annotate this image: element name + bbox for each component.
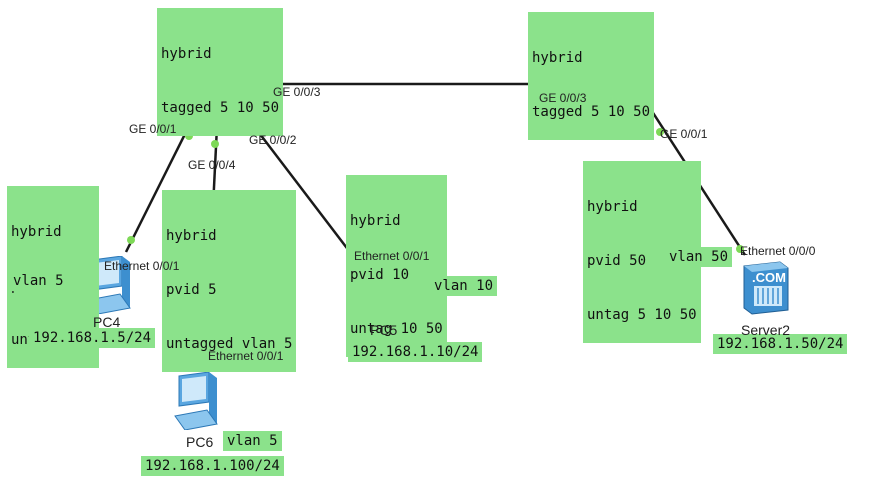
port-dot-pc4: [127, 236, 135, 244]
note-line: hybrid: [532, 50, 583, 66]
pc6-vlan-note: vlan 5: [223, 431, 282, 451]
server2-port-label: Ethernet 0/0/0: [740, 244, 816, 258]
pc5-vlan-note: vlan 10: [430, 276, 498, 296]
switch-right-config-note: hybrid tagged 5 10 50: [528, 12, 655, 140]
port-dot-sw2-g1: [656, 128, 664, 136]
sw1-port-g4-label: GE 0/0/4: [188, 158, 236, 172]
note-line: hybrid: [350, 213, 401, 229]
note-line: untag 10 50: [350, 321, 443, 337]
pc6-name: PC6: [186, 434, 214, 450]
pc4-vlan-note: vlan 5: [9, 271, 68, 291]
server2-name: Server2: [741, 322, 791, 338]
server2-vlan-note: vlan 50: [665, 247, 733, 267]
note-line: tagged 5 10 50: [161, 100, 280, 116]
server-port-config-note: hybrid pvid 50 untag 5 10 50: [583, 161, 701, 343]
sw2-port-g1-label: GE 0/0/1: [660, 127, 708, 141]
server-badge: .COM: [752, 270, 786, 285]
pc6[interactable]: [167, 371, 225, 434]
note-line: hybrid: [587, 199, 638, 215]
pc5-name: PC5: [370, 322, 398, 338]
note-line: hybrid: [166, 228, 217, 244]
pc6-port-label: Ethernet 0/0/1: [208, 349, 284, 363]
port-dot-server2: [736, 245, 744, 253]
note-line: pvid 5: [166, 282, 217, 298]
server2-ip-note: 192.168.1.50/24: [713, 334, 848, 354]
note-line: untagged vlan 5: [166, 336, 293, 352]
sw1-port-g3-label: GE 0/0/3: [273, 85, 321, 99]
note-line: hybrid: [161, 46, 212, 62]
note-line: tagged 5 10 50: [532, 104, 651, 120]
note-line: pvid 10: [350, 267, 410, 283]
sw1-port-g1-label: GE 0/0/1: [129, 122, 177, 136]
port-dot-sw1-g4: [211, 140, 219, 148]
pc6-port-config-note: hybrid pvid 5 untagged vlan 5: [162, 190, 297, 372]
pc6-ip-note: 192.168.1.100/24: [141, 456, 284, 476]
pc4-port-label: Ethernet 0/0/1: [104, 259, 180, 273]
sw2-port-g3-label: GE 0/0/3: [539, 91, 587, 105]
pc5-ip-note: 192.168.1.10/24: [348, 342, 483, 362]
pc5-port-config-note: hybrid pvid 10 untag 10 50: [346, 175, 447, 357]
note-line: pvid 50: [587, 253, 647, 269]
switch-left-config-note: hybrid tagged 5 10 50: [157, 8, 284, 136]
pc-icon: [174, 371, 218, 431]
note-line: hybrid: [11, 224, 62, 240]
sw1-port-g2-label: GE 0/0/2: [249, 133, 297, 147]
server-icon: [743, 261, 789, 315]
pc4-name: PC4: [93, 314, 121, 330]
pc4-ip-note: 192.168.1.5/24: [29, 328, 156, 348]
note-line: untag 5 10 50: [587, 307, 697, 323]
server2[interactable]: .COM: [742, 260, 790, 320]
pc5-port-label: Ethernet 0/0/1: [354, 249, 430, 263]
